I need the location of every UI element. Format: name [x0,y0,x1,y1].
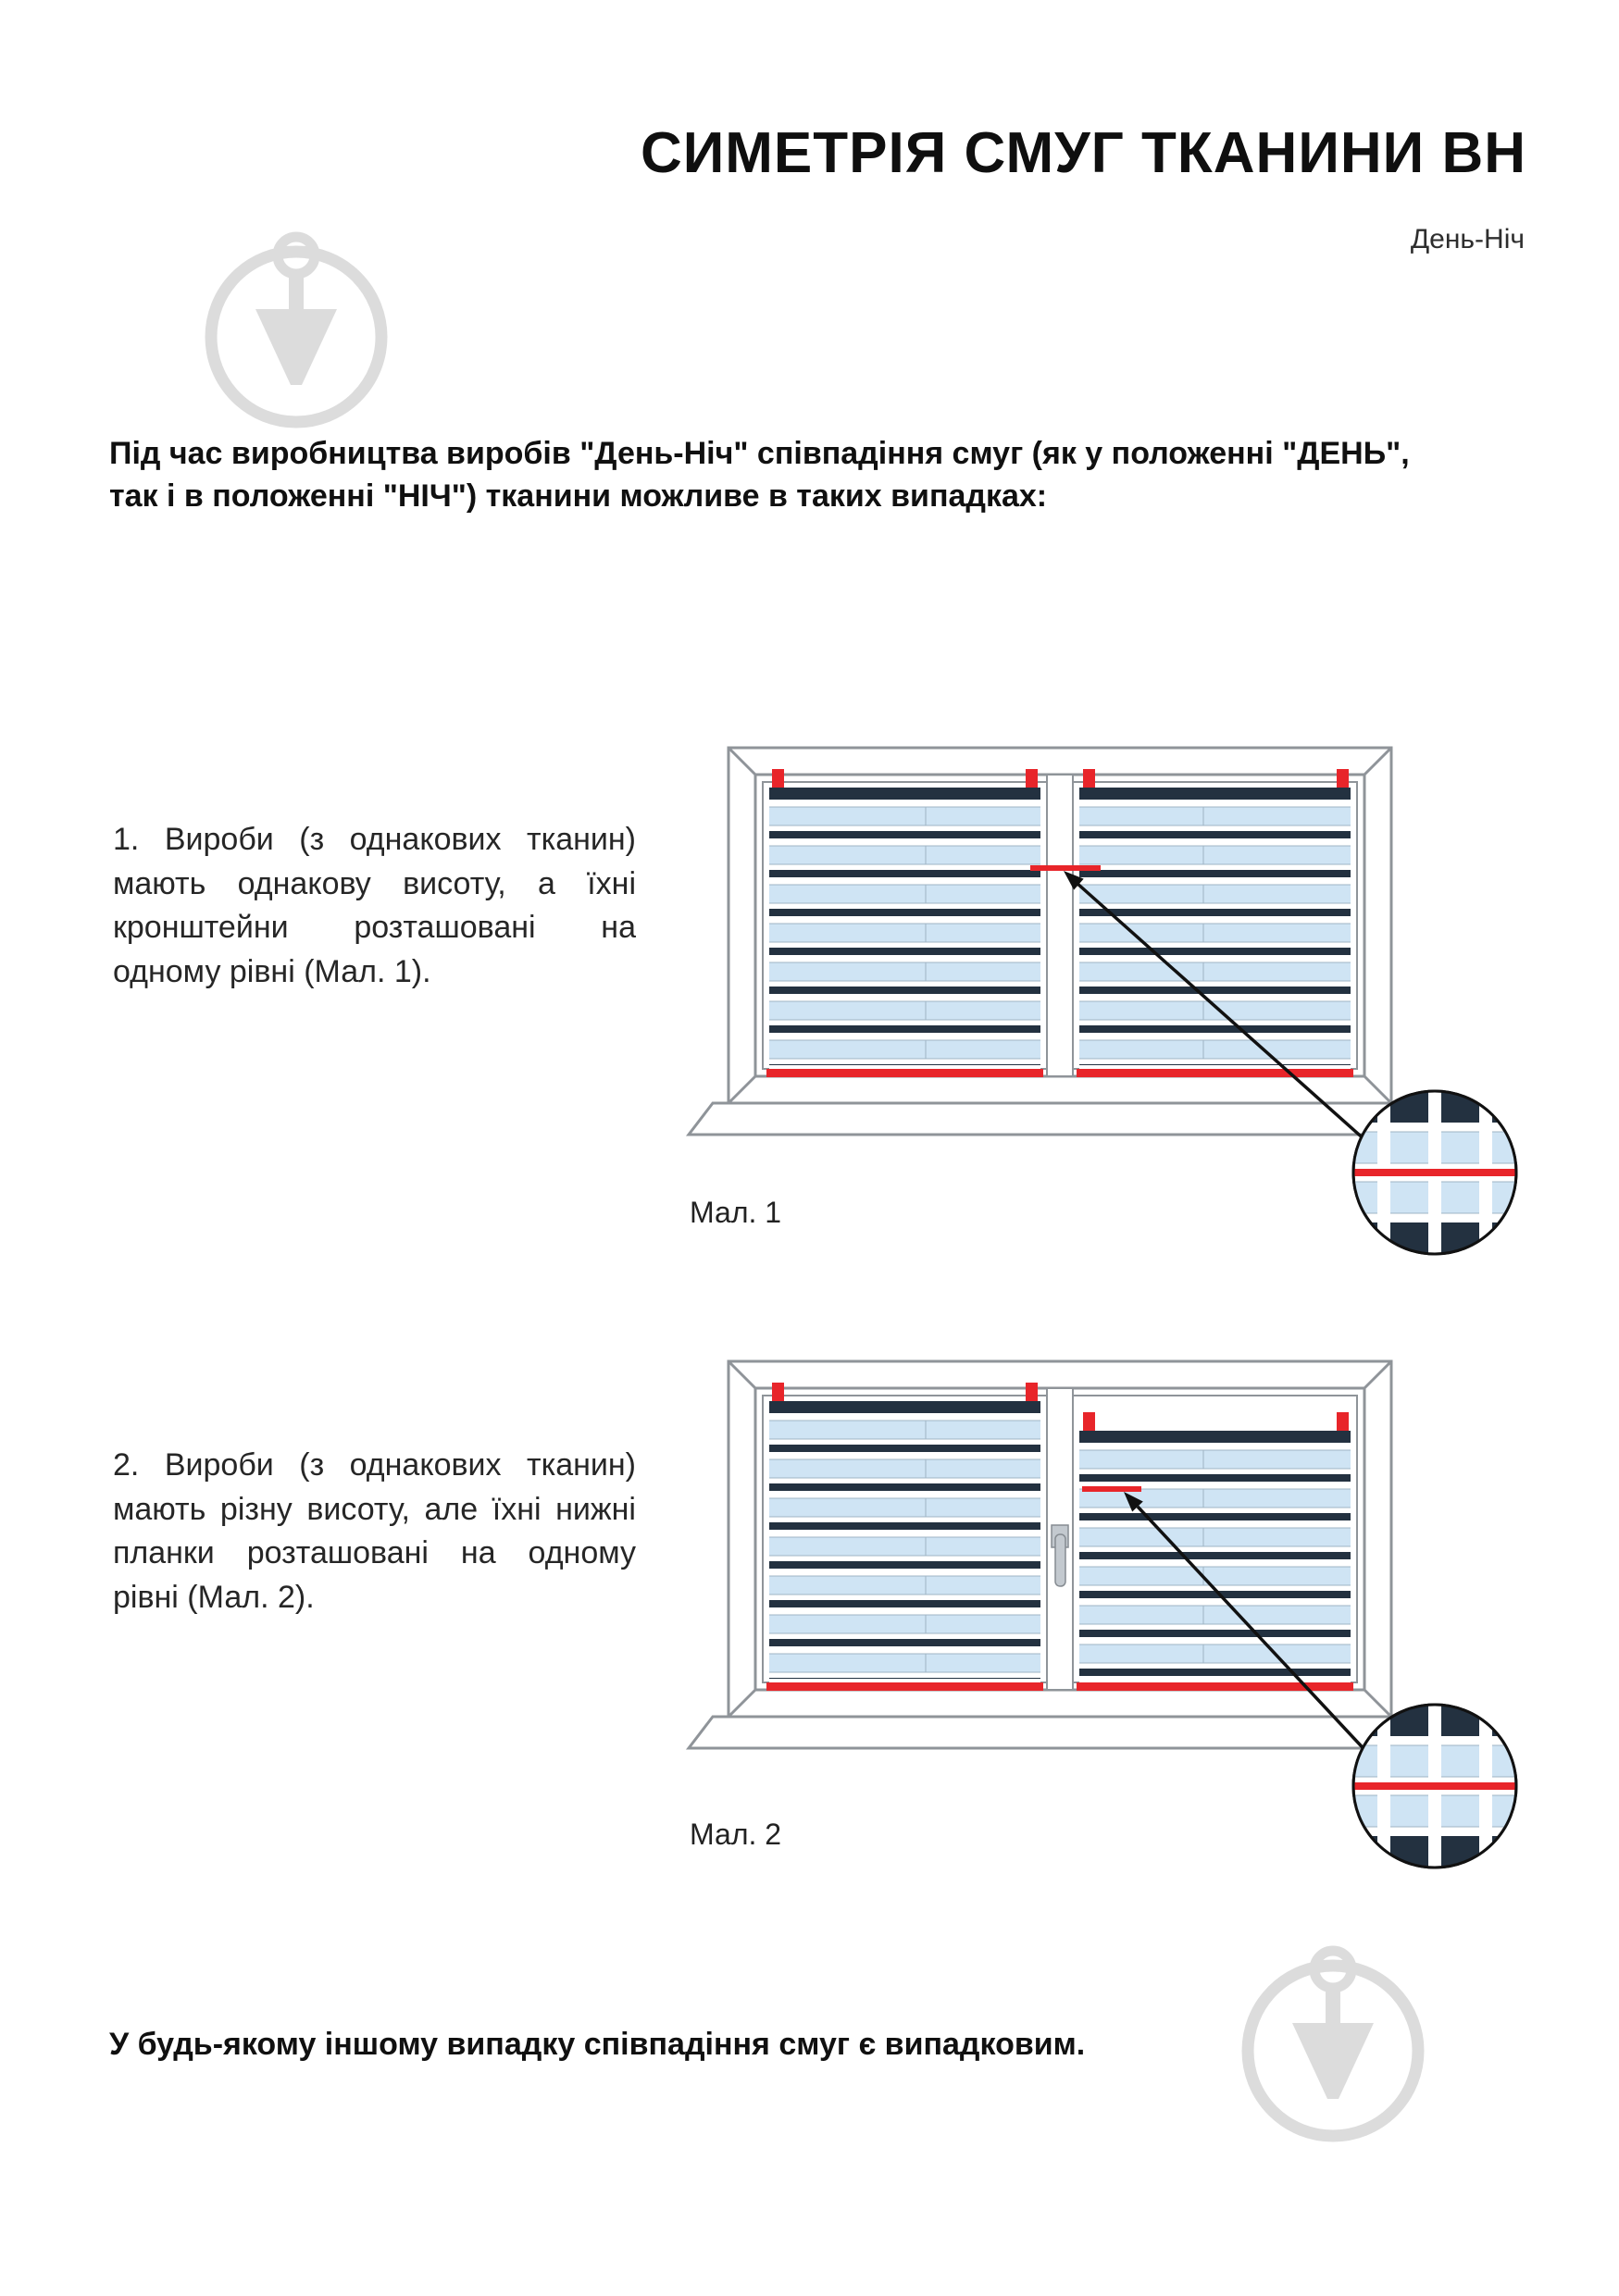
callout-arrow [1136,1505,1386,1772]
case-1-description: 1. Вироби (з однакових тканин) мають одн… [113,822,636,989]
mounting-bracket [1083,1412,1095,1436]
zoom-callout-circle [1351,1089,1518,1256]
left-blind [766,1383,1043,1691]
blind-stripes [769,800,1040,1065]
watermark-stem [289,272,304,309]
mounting-bracket [1337,769,1349,793]
brand-watermark-top [194,230,398,433]
right-blind [1077,769,1353,1077]
blind-bottom-bar [1077,1069,1353,1077]
blind-top-strip [769,1401,1040,1413]
mounting-bracket [1337,1412,1349,1436]
mounting-bracket [772,769,784,793]
figure-2-caption: Мал. 2 [690,1818,782,1851]
mounting-bracket [1083,769,1095,793]
blind-stripes [1079,800,1351,1065]
window-sill [685,1101,1427,1136]
window-illustration-1 [685,746,1518,1256]
figure-window-2 [648,1349,1555,1886]
window-illustration-2 [685,1359,1518,1869]
brand-watermark-bottom [1231,1943,1435,2147]
blind-stripes [1079,1443,1351,1679]
brand-watermark-icon [1241,1945,1425,2142]
watermark-circle [1241,1959,1425,2142]
blind-top-strip [1079,788,1351,800]
watermark-plumb [1292,2023,1374,2099]
blind-bottom-bar [766,1682,1043,1691]
brand-watermark-icon [205,231,388,428]
blind-stripes [769,1413,1040,1679]
watermark-plumb [255,309,337,385]
window-handle [1051,1524,1069,1587]
zoom-alignment-line [1353,1782,1516,1790]
blind-bottom-bar [1077,1682,1353,1691]
zoom-callout-circle [1351,1703,1518,1869]
footer-note: У будь-якому іншому випадку співпадіння … [109,2027,1086,2062]
mounting-bracket [1026,769,1038,793]
page-subtitle: День-Ніч [1410,224,1525,254]
right-blind [1077,1412,1353,1691]
figure-1-caption: Мал. 1 [690,1196,782,1229]
left-blind [766,769,1043,1077]
window-sill [685,1715,1427,1750]
mounting-bracket [1026,1383,1038,1407]
blind-top-strip [1079,1431,1351,1443]
case-2-description: 2. Вироби (з однакових тканин) мають різ… [113,1447,636,1615]
stripe-alignment-marker [1082,1486,1141,1492]
callout-arrowhead [1124,1492,1143,1512]
zoom-alignment-line [1353,1169,1516,1176]
page-title: СИМЕТРІЯ СМУГ ТКАНИНИ ВН [640,121,1526,185]
blind-top-strip [769,788,1040,800]
callout-arrowhead [1064,871,1084,890]
stripe-alignment-marker [1030,865,1101,871]
callout-arrow [1075,881,1386,1159]
figure-window-1 [648,736,1555,1272]
intro-text: Під час виробництва виробів "День-Ніч" с… [109,436,1410,514]
mullion [1046,774,1074,1077]
watermark-stem [1326,1986,1340,2023]
mounting-bracket [772,1383,784,1407]
blind-bottom-bar [766,1069,1043,1077]
watermark-circle [205,245,388,428]
